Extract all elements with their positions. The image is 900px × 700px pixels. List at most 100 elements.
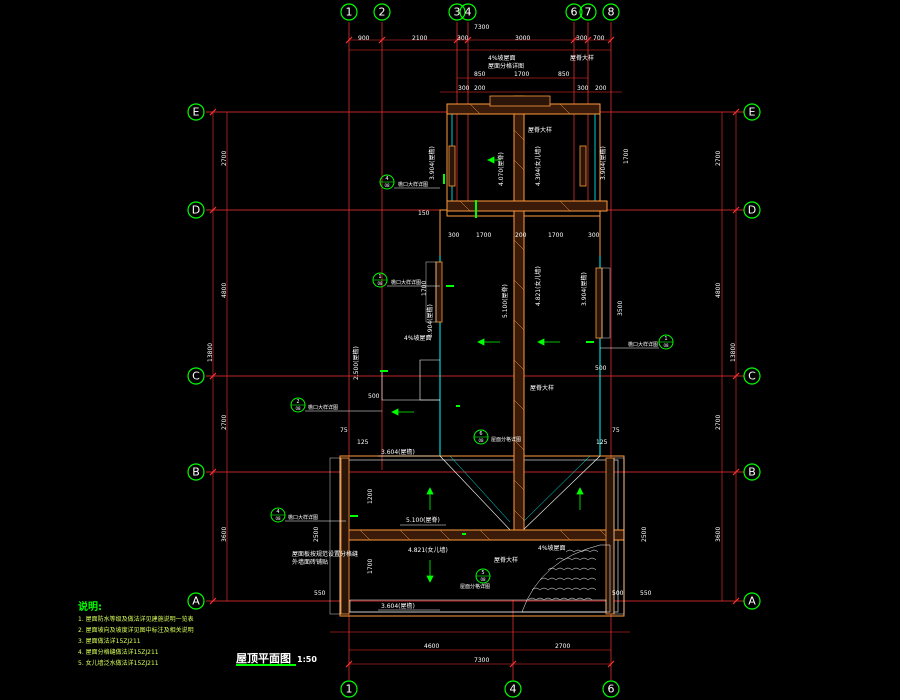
callout-sheet: 08	[295, 406, 301, 411]
callout-text: 檐口大样详图	[288, 514, 318, 521]
callout-number: 2	[296, 399, 299, 405]
callout-text: 屋面分格详图	[460, 583, 490, 590]
dim-small: 150	[418, 210, 430, 217]
dim-bottom-total: 7300	[474, 657, 489, 664]
dim-small: 75	[612, 427, 620, 434]
title-underline	[236, 664, 296, 666]
dim-bottom-seg: 2700	[555, 643, 570, 650]
detail-callout: 4 08 檐口大样详图	[270, 507, 346, 523]
grid-lines	[206, 22, 744, 680]
notes-heading: 说明:	[78, 602, 102, 613]
note-label: 屋脊大样	[570, 54, 594, 62]
detail-callout: 1 08 檐口大样详图	[372, 272, 440, 288]
elevation: 4.394(女儿墙)	[534, 146, 542, 186]
edge-marks	[350, 174, 594, 535]
note-item: 2. 屋面坡向及坡度详见图中标注及相关说明	[78, 627, 194, 634]
dim-small: 500	[595, 365, 607, 372]
callout-sheet: 08	[377, 281, 383, 286]
axis-label: 6	[571, 6, 578, 19]
dim-top-small: 200	[474, 85, 486, 92]
elevation-leaders	[378, 455, 446, 611]
callout-number: 4	[385, 176, 388, 182]
axis-label: C	[192, 370, 200, 383]
axis-bubbles-bottom: 1 4 6	[340, 680, 620, 698]
dim-inner: 1700	[548, 232, 563, 239]
dim-top-inner: 1700	[514, 71, 529, 78]
dim-right: 3600	[715, 527, 722, 542]
note-label: 屋面板按规范设置分格缝	[292, 550, 358, 558]
axis-label: A	[748, 595, 756, 608]
callout-sheet: 08	[663, 343, 669, 348]
plan-title-text: 屋顶平面图	[236, 652, 291, 665]
dim-small: 2500	[641, 527, 648, 542]
dim-left: 2700	[221, 415, 228, 430]
callout-sheet: 08	[478, 438, 484, 443]
callout-text: 檐口大样详图	[628, 341, 658, 348]
dim-small: 3500	[617, 301, 624, 316]
note-label: 屋脊大样	[530, 384, 554, 392]
dim-small: 2500	[313, 527, 320, 542]
callout-number: 6	[479, 431, 482, 437]
axis-bubbles-left: E D C B A	[187, 103, 205, 610]
dim-small: 1700	[421, 281, 428, 296]
dim-top-small: 200	[595, 85, 607, 92]
note-label: 4%坡屋面	[538, 544, 566, 552]
callout-sheet: 08	[275, 516, 281, 521]
dim-left: 3600	[221, 527, 228, 542]
elevation: 3.604(屋檐)	[381, 448, 415, 456]
axis-label: 8	[608, 6, 615, 19]
dim-top-inner: 850	[474, 71, 486, 78]
axis-label: D	[748, 204, 756, 217]
detail-callout: 4 08 檐口大样详图	[379, 174, 440, 190]
axis-label: E	[749, 106, 756, 119]
callout-number: 4	[276, 509, 279, 515]
plan-scale: 1:50	[297, 655, 317, 664]
elevation: 4.821(女儿墙)	[534, 266, 542, 306]
axis-label: 6	[608, 683, 615, 696]
note-label: 4%坡屋面	[488, 54, 516, 62]
callout-text: 檐口大样详图	[308, 404, 338, 411]
dim-small: 125	[596, 439, 608, 446]
axis-label: C	[748, 370, 756, 383]
detail-callout: 2 08 檐口大样详图	[290, 397, 382, 413]
axis-label: B	[748, 466, 756, 479]
note-label: 屋脊大样	[528, 126, 552, 134]
callout-number: 5	[481, 570, 484, 576]
parapet-walls	[340, 95, 615, 615]
dim-inner: 300	[588, 232, 600, 239]
axis-label: 1	[346, 6, 353, 19]
dim-top-seg: 300	[576, 35, 588, 42]
elevation: 2.500(屋檐)	[352, 346, 360, 380]
axis-bubbles-right: E D C B A	[743, 103, 761, 610]
dim-left: 4800	[221, 283, 228, 298]
callout-sheet: 08	[384, 183, 390, 188]
axis-label: 7	[585, 6, 592, 19]
dim-small: 1200	[367, 489, 374, 504]
elevation: 3.604(屋檐)	[381, 602, 415, 610]
dim-top-seg: 900	[358, 35, 370, 42]
elevation: 3.904(屋檐)	[428, 146, 436, 180]
dim-small: 1700	[367, 559, 374, 574]
detail-callout: 5 08 屋面分格详图	[460, 568, 491, 590]
dim-bottom-seg: 4600	[424, 643, 439, 650]
dim-top-seg: 300	[457, 35, 469, 42]
axis-label: 3	[454, 6, 461, 19]
dim-small: 1700	[623, 149, 630, 164]
axis-label: 1	[346, 683, 353, 696]
dim-small: 500	[612, 590, 624, 597]
dim-top-seg: 2100	[412, 35, 427, 42]
elevation: 5.100(屋脊)	[406, 516, 440, 524]
elevation-labels: 4.070(屋脊) 4.394(女儿墙) 3.904(屋檐) 3.904(屋檐)…	[352, 146, 607, 610]
tile-pattern	[349, 544, 611, 613]
misc-labels: 屋脊大样 屋脊大样 屋脊大样 4%坡屋面 4%坡屋面 4%坡屋面 屋面分格详图 …	[292, 54, 594, 566]
axis-label: A	[192, 595, 200, 608]
dim-top-seg: 3000	[515, 35, 530, 42]
axis-label: D	[192, 204, 200, 217]
dim-right-total: 13800	[730, 343, 737, 362]
callout-number: 1	[664, 336, 667, 342]
dim-small: 75	[340, 427, 348, 434]
callout-number: 1	[378, 274, 381, 280]
detail-callout: 1 08 檐口大样详图	[600, 334, 674, 350]
dim-small: 550	[314, 590, 326, 597]
dim-inner: 300	[448, 232, 460, 239]
